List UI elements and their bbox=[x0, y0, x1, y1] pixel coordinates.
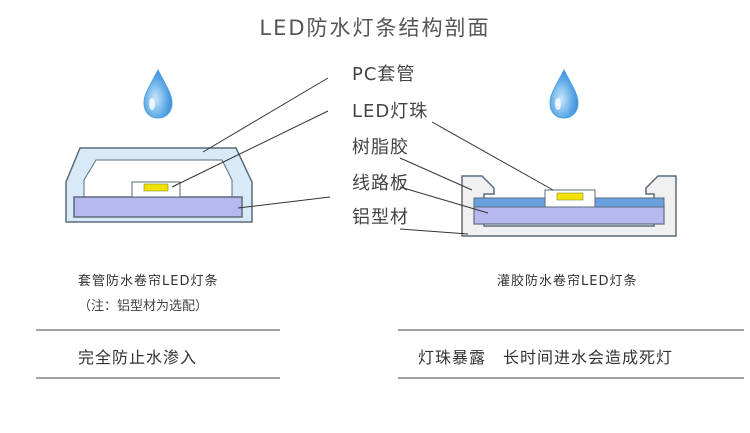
leader-lines bbox=[171, 77, 554, 235]
callout-aluminum-profile: 铝型材 bbox=[352, 207, 409, 228]
water-drop-icon bbox=[143, 68, 173, 119]
aluminum-profile bbox=[461, 175, 677, 237]
callout-led-bead: LED灯珠 bbox=[352, 101, 429, 122]
callout-circuit-board: 线路板 bbox=[352, 173, 409, 194]
right-strip-verdict: 灯珠暴露 长时间进水会造成死灯 bbox=[418, 348, 674, 367]
left-strip-note: （注：铝型材为选配） bbox=[78, 299, 209, 314]
left-strip-verdict: 完全防止水渗入 bbox=[78, 348, 198, 367]
left-strip-caption: 套管防水卷帘LED灯条 bbox=[78, 274, 219, 289]
separator-lines bbox=[36, 329, 744, 379]
circuit-board bbox=[73, 196, 243, 218]
water-drop-icon bbox=[549, 68, 579, 119]
circuit-board bbox=[473, 205, 665, 225]
callout-resin: 树脂胶 bbox=[352, 137, 409, 158]
callout-pc-sleeve: PC套管 bbox=[352, 64, 416, 85]
sleeve-strip-cross-section bbox=[65, 147, 253, 223]
potted-strip-cross-section bbox=[461, 175, 677, 237]
right-strip-caption: 灌胶防水卷帘LED灯条 bbox=[497, 274, 638, 289]
page-title: LED防水灯条结构剖面 bbox=[259, 16, 491, 40]
